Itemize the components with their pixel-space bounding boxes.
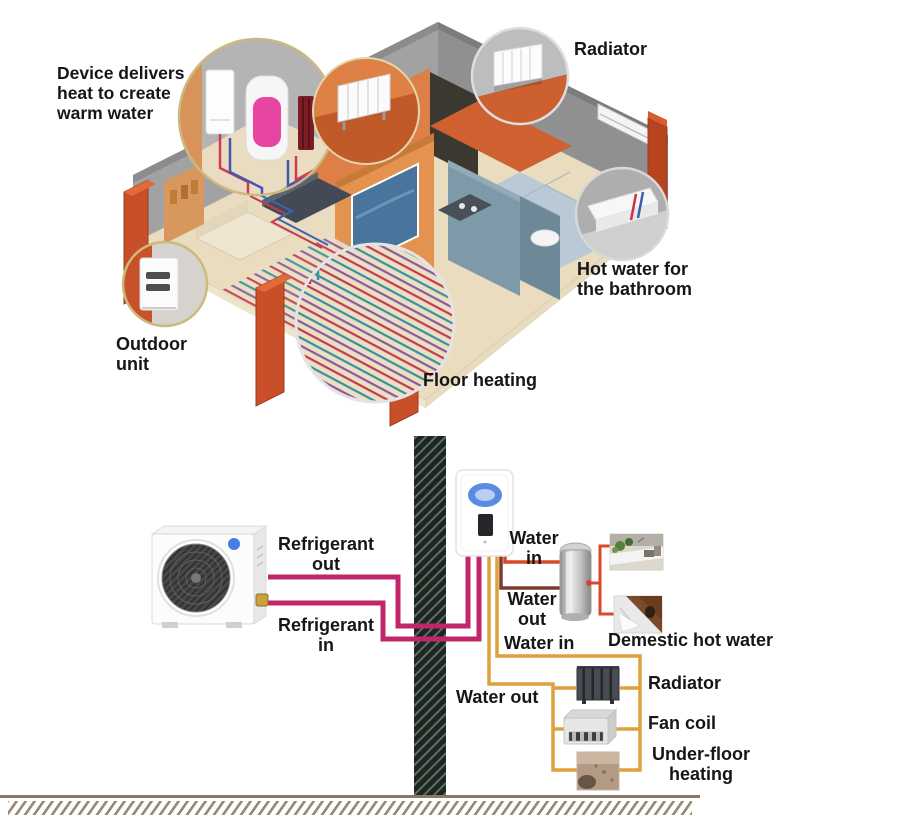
ground-hatch [8,801,692,815]
fan-coil-photo [562,708,618,746]
wall-picture [351,162,419,270]
callout-device [177,37,337,197]
label-device-delivers: Device delivers heat to create warm wate… [57,63,185,123]
refrigerant-in-pipe [264,556,482,642]
ground-line [0,795,700,798]
tank-hot-water [253,97,281,147]
water-in-tank-pipe [503,556,560,564]
label-fan-coil: Fan coil [648,713,717,733]
kitchen-counter [262,178,352,223]
label-water-out-loop: Water out [456,687,539,707]
label-refrigerant-out: Refrigerant out [277,534,375,575]
label-hot-water: Hot water for the bathroom [577,259,692,300]
dining-table [438,194,492,221]
refrigerant-out-pipe [268,556,471,629]
washbasin [530,229,560,247]
shower-photo [613,595,663,634]
water-out-tank-pipe [499,556,560,590]
pipe-fitting [255,593,269,607]
bed [194,211,294,261]
system-schematic [0,436,700,815]
label-radiator-top: Radiator [574,39,648,59]
label-refrigerant-in: Refrigerant in [277,615,375,656]
teal-partition [448,160,520,296]
water-in-loop-pipe [495,556,642,772]
callout-floor-heating [294,242,456,404]
radiator-photo [576,666,620,704]
house-wall [414,436,446,798]
pipes [264,544,642,772]
outdoor-unit [150,525,269,628]
water-out-loop-pipe [487,556,577,772]
label-floor-heating: Floor heating [423,370,537,390]
label-radiator: Radiator [648,673,722,693]
house-cutaway-illustration [121,22,670,427]
label-water-out-tank: Water out [507,589,557,630]
callout-bedroom-radiator [312,57,420,165]
label-domestic-hot-water: Demestic hot water [608,630,774,650]
callout-outdoor-unit [121,240,209,328]
kitchen-photo [609,533,664,571]
callout-radiator [470,26,570,126]
dark-radiator [298,96,314,150]
orange-room-floor [430,100,572,172]
underfloor-photo [576,751,620,791]
water-tank [559,542,592,621]
floor-pipe-blue [255,192,329,246]
indoor-unit-mini [205,69,235,135]
label-water-in-tank: Water in [509,528,559,569]
label-underfloor-heating: Under-floor heating [652,744,750,785]
brand-logo [228,538,240,550]
callout-bathtub [574,166,670,262]
label-outdoor-unit: Outdoor unit [116,334,187,375]
label-water-in-loop: Water in [504,633,575,653]
display [478,514,493,536]
indoor-unit [455,469,514,557]
